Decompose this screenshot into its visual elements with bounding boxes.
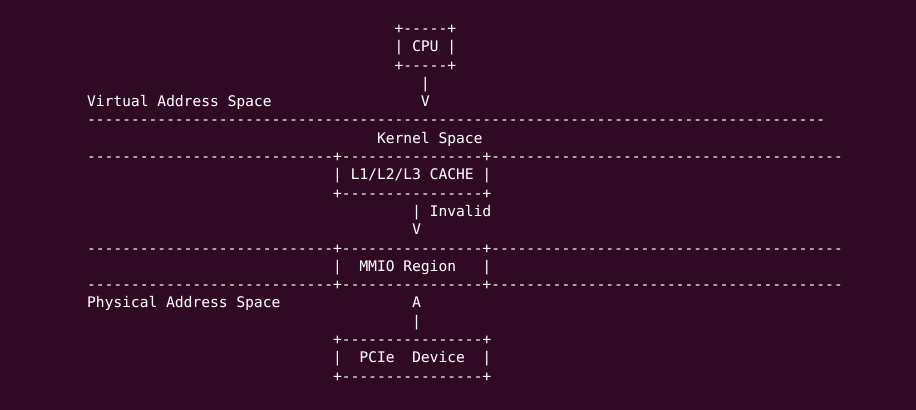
ascii-diagram: +-----+ | CPU | +-----+ | Virtual Addres… — [87, 20, 843, 385]
